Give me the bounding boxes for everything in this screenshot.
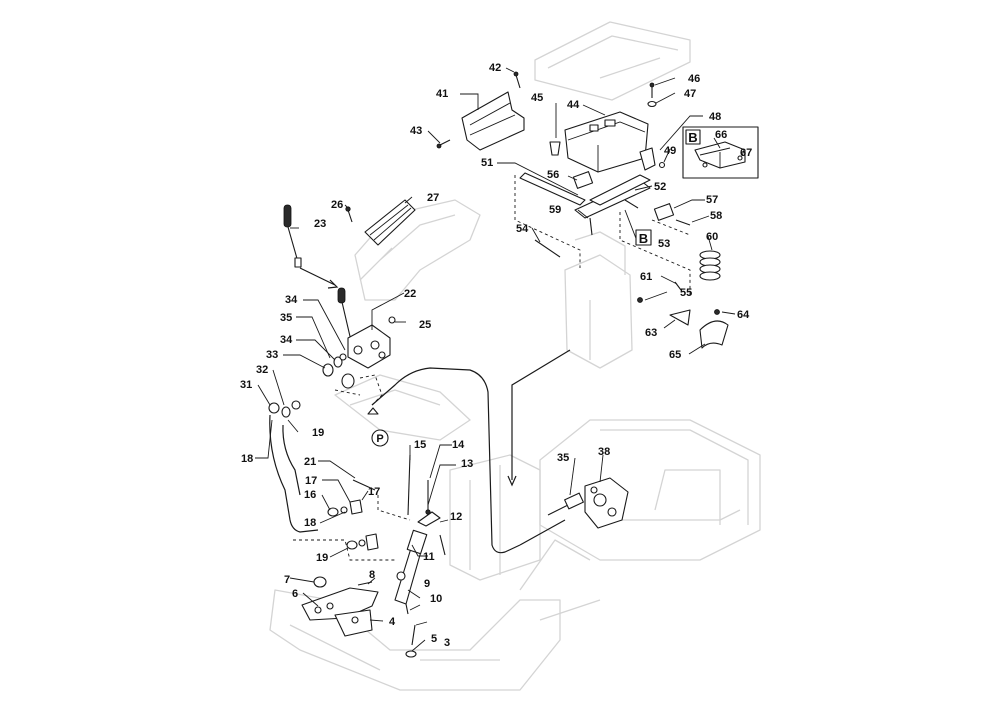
part-48-49-latch	[639, 147, 666, 171]
label-10: 10	[430, 593, 442, 605]
label-42: 42	[489, 62, 501, 74]
label-64: 64	[737, 309, 750, 321]
label-61: 61	[640, 271, 652, 283]
label-57: 57	[706, 194, 718, 206]
hydraulic-lines	[269, 267, 571, 561]
label-26: 26	[331, 199, 343, 211]
label-34a: 34	[285, 294, 298, 306]
label-17a: 17	[305, 475, 317, 487]
label-23: 23	[314, 218, 326, 230]
label-17b: 17	[368, 486, 380, 498]
label-27: 27	[427, 192, 439, 204]
part-44-seat-bracket	[564, 111, 649, 173]
machine-ghost-outline	[269, 21, 761, 691]
label-18b: 18	[304, 517, 316, 529]
part-3-5-bolt	[405, 624, 417, 658]
label-54: 54	[516, 223, 529, 235]
marker-p-text: P	[376, 433, 383, 445]
label-53: 53	[658, 238, 670, 250]
label-15: 15	[414, 439, 426, 451]
part-58-screw	[675, 219, 691, 226]
label-45: 45	[531, 92, 543, 104]
label-32: 32	[256, 364, 268, 376]
marker-b-ref-text: B	[639, 231, 648, 246]
part-19-fittings	[346, 533, 379, 551]
part-11-15-pins	[407, 454, 446, 556]
label-11: 11	[423, 551, 435, 563]
part-4-6-7-pedal	[301, 576, 379, 637]
part-63-65-brackets	[669, 309, 729, 349]
label-52: 52	[654, 181, 666, 193]
label-41: 41	[436, 88, 448, 100]
part-51-59-slide-rails	[519, 171, 675, 236]
label-43: 43	[410, 125, 422, 137]
label-38: 38	[598, 446, 610, 458]
label-56: 56	[547, 169, 559, 181]
label-33: 33	[266, 349, 278, 361]
label-14: 14	[452, 439, 465, 451]
marker-p: P	[367, 407, 389, 447]
label-7: 7	[284, 574, 290, 586]
part-9-cylinder	[394, 529, 428, 605]
label-55: 55	[680, 287, 692, 299]
label-35b: 35	[557, 452, 569, 464]
label-67: 67	[740, 147, 752, 159]
part-46-47-bolt	[647, 82, 657, 108]
label-3: 3	[444, 637, 450, 649]
part-21-rod	[352, 479, 376, 491]
label-46: 46	[688, 73, 700, 85]
label-35a: 35	[280, 312, 292, 324]
part-55-61-fasteners	[637, 281, 682, 303]
part-60-spring	[699, 250, 721, 281]
part-54-bolt	[534, 239, 561, 258]
label-8: 8	[369, 569, 375, 581]
label-66: 66	[715, 129, 727, 141]
label-22: 22	[404, 288, 416, 300]
label-4: 4	[389, 616, 396, 628]
detail-b-title: B	[688, 130, 697, 145]
alignment-lines	[514, 175, 691, 295]
part-23-handle	[283, 204, 302, 268]
label-44: 44	[567, 99, 580, 111]
label-18a: 18	[241, 453, 253, 465]
part-31-32-fittings	[268, 400, 301, 418]
label-60: 60	[706, 231, 718, 243]
part-45-knob	[549, 141, 561, 156]
label-21: 21	[304, 456, 316, 468]
leader-lines	[255, 67, 736, 652]
label-19b: 19	[316, 552, 328, 564]
label-9: 9	[424, 578, 430, 590]
callout-labels: 3 4 5 6 7 8 9 10 11 12 13 14 15 16 17 17…	[240, 62, 752, 649]
label-13: 13	[461, 458, 473, 470]
label-51: 51	[481, 157, 493, 169]
label-31: 31	[240, 379, 252, 391]
label-58: 58	[710, 210, 722, 222]
label-5: 5	[431, 633, 437, 645]
label-63: 63	[645, 327, 657, 339]
part-35-38-cylinder	[547, 477, 629, 529]
label-16: 16	[304, 489, 316, 501]
label-6: 6	[292, 588, 298, 600]
part-26-27-boot	[345, 199, 416, 246]
part-16-17-fittings	[327, 499, 363, 517]
label-34b: 34	[280, 334, 293, 346]
label-19a: 19	[312, 427, 324, 439]
label-12: 12	[450, 511, 462, 523]
label-65: 65	[669, 349, 681, 361]
label-59: 59	[549, 204, 561, 216]
label-47: 47	[684, 88, 696, 100]
marker-b-ref: B	[635, 229, 652, 246]
label-49: 49	[664, 145, 676, 157]
label-48: 48	[709, 111, 721, 123]
label-25: 25	[419, 319, 431, 331]
detail-b-box: B	[682, 126, 759, 179]
part-41-43-cover	[436, 71, 525, 151]
part-33-35-fittings	[322, 353, 355, 389]
